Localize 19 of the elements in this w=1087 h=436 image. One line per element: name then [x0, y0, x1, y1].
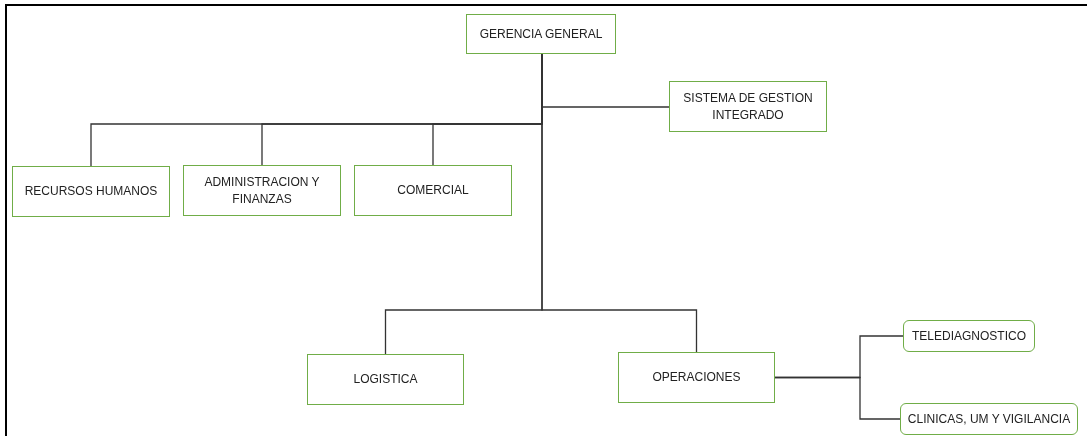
- box-label: RECURSOS HUMANOS: [24, 183, 158, 200]
- box-label: TELEDIAGNOSTICO: [912, 327, 1026, 345]
- box-label: GERENCIA GENERAL: [479, 25, 603, 43]
- rounded-box: [903, 320, 1035, 352]
- org-box: [183, 165, 341, 216]
- rounded-box: [900, 403, 1078, 435]
- org-box: [307, 354, 464, 405]
- org-box: [466, 14, 616, 54]
- box-label: SISTEMA DE GESTION INTEGRADO: [682, 90, 814, 123]
- org-box: [354, 165, 512, 216]
- box-label: LOGISTICA: [353, 371, 418, 388]
- org-box: [618, 352, 775, 403]
- box-label: COMERCIAL: [397, 182, 469, 199]
- org-box: [12, 166, 170, 217]
- box-label: CLINICAS, UM Y VIGILANCIA: [907, 410, 1071, 428]
- box-label: OPERACIONES: [652, 369, 741, 386]
- connector-line: [774, 376, 901, 420]
- org-box: [669, 81, 827, 132]
- box-label: ADMINISTRACION Y FINANZAS: [203, 174, 321, 207]
